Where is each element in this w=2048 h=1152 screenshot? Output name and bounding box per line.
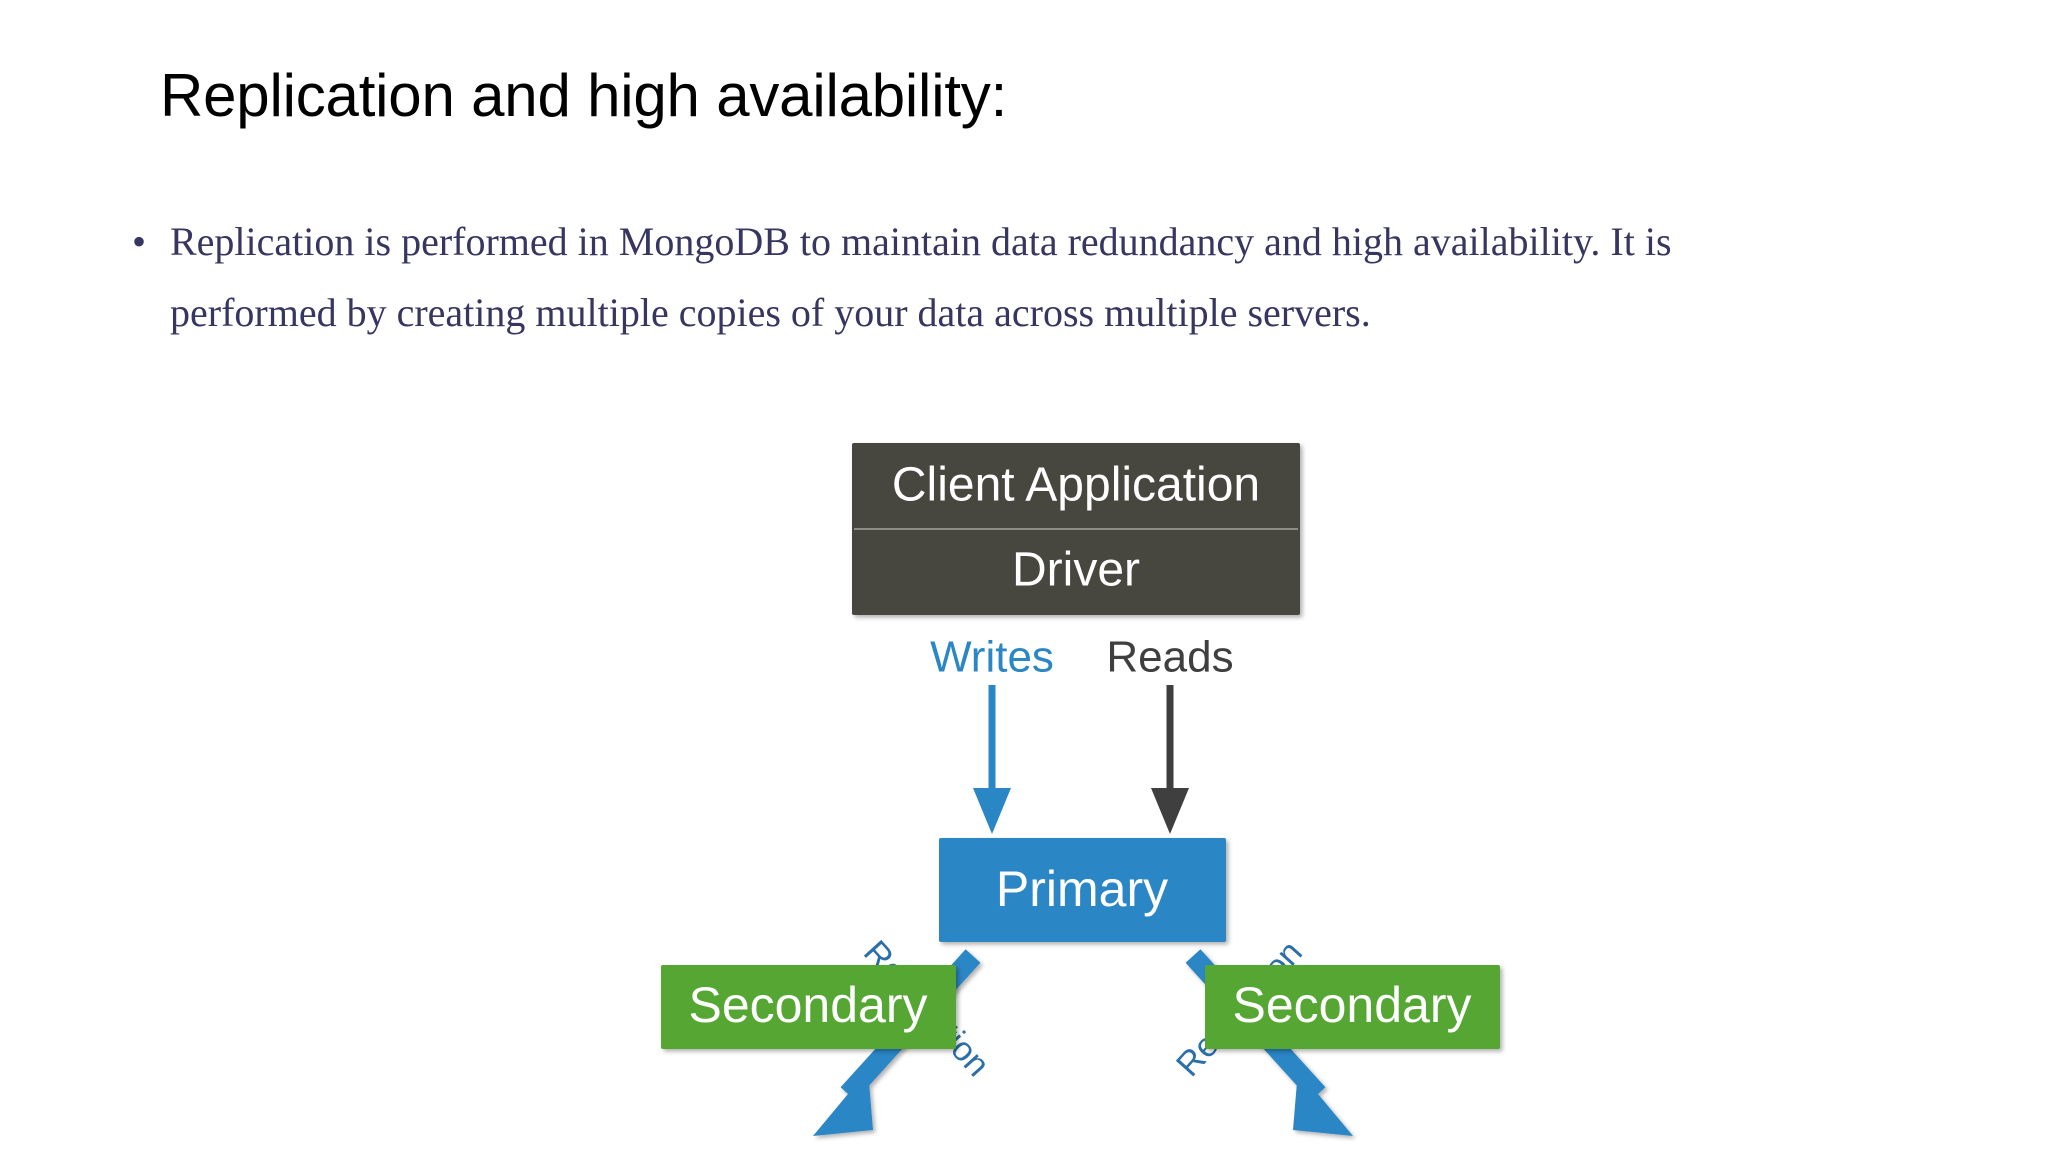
secondary-right-node bbox=[1205, 965, 1500, 1049]
secondary-right-label: Secondary bbox=[1232, 977, 1471, 1033]
reads-label: Reads bbox=[1106, 633, 1233, 682]
bullet-marker-icon: • bbox=[132, 219, 147, 264]
primary-box bbox=[939, 838, 1226, 942]
client-application-label: Client Application bbox=[892, 459, 1260, 512]
reads-arrow-icon bbox=[1151, 685, 1189, 834]
writes-label: Writes bbox=[930, 633, 1054, 682]
writes-arrow-icon bbox=[973, 685, 1011, 834]
bullet-list: • Replication is performed in MongoDB to… bbox=[128, 206, 1868, 348]
secondary-left-label: Secondary bbox=[688, 977, 927, 1033]
secondary-left-box bbox=[661, 965, 956, 1049]
primary-node bbox=[939, 838, 1226, 942]
secondary-right-box bbox=[1205, 965, 1500, 1049]
mongodb-replica-set-diagram: Client Application Driver Writes Reads P… bbox=[640, 410, 1540, 1136]
driver-label: Driver bbox=[1012, 544, 1140, 597]
list-item: • Replication is performed in MongoDB to… bbox=[128, 206, 1868, 348]
primary-label: Primary bbox=[996, 861, 1168, 917]
secondary-left-node bbox=[661, 965, 956, 1049]
page-title: Replication and high availability: bbox=[160, 62, 1008, 129]
bullet-text: Replication is performed in MongoDB to m… bbox=[170, 219, 1672, 336]
client-application-node bbox=[852, 443, 1300, 615]
